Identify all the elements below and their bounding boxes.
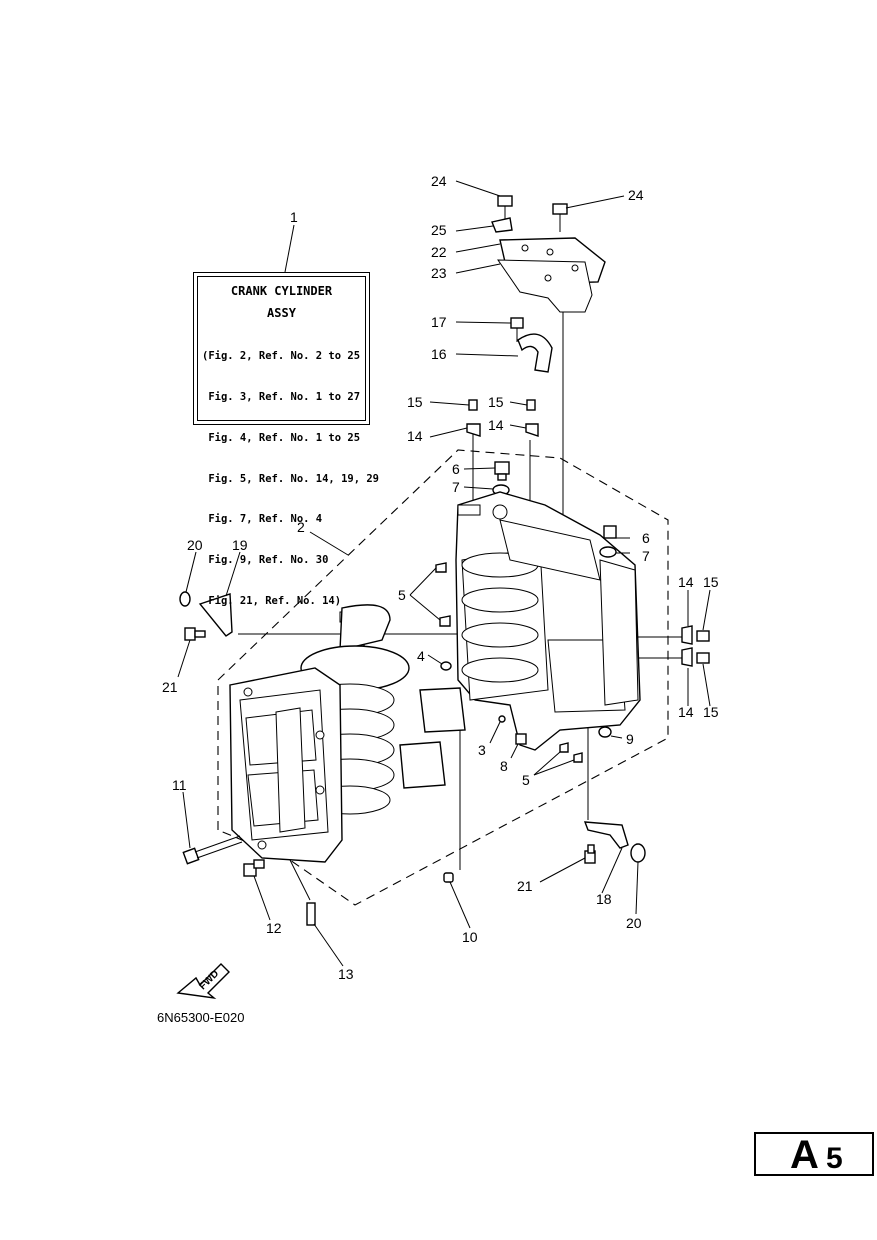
fitting-5-upper [435,562,447,573]
bracket-25 [491,217,513,233]
callout-7-right: 7 [642,548,650,564]
callout-11: 11 [172,777,187,793]
callout-5-left: 5 [398,587,406,603]
screw-15-right-lower [696,652,710,664]
fitting-5-lower-b [573,752,583,763]
callout-12: 12 [266,920,282,936]
callout-8: 8 [500,758,508,774]
fitting-5-lower-a [559,742,569,753]
stud-13 [306,902,316,926]
pin-3 [498,715,506,723]
assembly-info-box: CRANK CYLINDER ASSY (Fig. 2, Ref. No. 2 … [193,272,379,607]
callout-20-left: 20 [187,537,203,553]
plug-4 [440,661,452,671]
gasket-7-right [599,546,617,558]
callout-13: 13 [338,966,354,982]
bolt-11 [182,835,243,865]
drawing-code: 6N65300-E020 [157,1010,245,1025]
callout-23: 23 [431,265,447,281]
page-tab: A 5 [754,1132,874,1177]
info-box-line: Fig. 7, Ref. No. 4 [202,513,323,526]
forward-arrow-icon: FWD [176,963,230,1000]
callout-14-upper-left: 14 [407,428,423,444]
cylinder-block [455,491,641,751]
callout-24-left: 24 [431,173,447,189]
callout-1: 1 [290,209,298,225]
callout-15-right-upper: 15 [703,574,719,590]
callout-14-upper-right: 14 [488,417,504,433]
grommet-20-left [179,591,191,607]
info-box-title-line2: ASSY [267,306,296,320]
anode-19 [198,593,233,637]
callout-24-right: 24 [628,187,644,203]
cylinder-head-cover [497,237,606,313]
callout-15-upper-right: 15 [488,394,504,410]
callout-16: 16 [431,346,447,362]
callout-9: 9 [626,731,634,747]
info-box-reference-list: (Fig. 2, Ref. No. 2 to 25 Fig. 3, Ref. N… [202,323,379,636]
callout-10: 10 [462,929,478,945]
callout-15-right-lower: 15 [703,704,719,720]
clip-14-upper-left [466,423,481,437]
crankcase [229,667,343,863]
callout-3: 3 [478,742,486,758]
plug-8 [515,733,527,745]
bracket-16 [517,333,553,373]
info-box-line: Fig. 9, Ref. No. 30 [202,554,329,567]
leader-lines [177,180,711,967]
info-box-inner-border [197,276,366,421]
bolt-12 [243,859,265,877]
clip-14-upper-right [525,423,539,437]
callout-2: 2 [297,519,305,535]
callout-15-upper-left: 15 [407,394,423,410]
grommet-20-right [630,843,646,863]
clip-14-right-upper [681,625,693,645]
callout-21-right: 21 [517,878,533,894]
screw-15-right-upper [696,630,710,642]
page-tab-letter: A [790,1133,819,1177]
plug-6-top [494,461,510,481]
callout-6-top: 6 [452,461,460,477]
info-box-line: Fig. 4, Ref. No. 1 to 25 [202,431,361,444]
fitting-5-mid [439,615,451,627]
info-box-line: Fig. 3, Ref. No. 1 to 27 [202,390,361,403]
assembly-boundary-dashed [217,449,669,906]
plug-9 [598,726,612,738]
callout-5-bottom: 5 [522,772,530,788]
info-box-line: (Fig. 2, Ref. No. 2 to 25 [202,350,361,363]
info-box-line: Fig. 21, Ref. No. 14) [202,594,342,607]
info-box-title-line1: CRANK CYLINDER [230,284,333,298]
callout-17: 17 [431,314,447,330]
callout-19: 19 [232,537,248,553]
callout-21-left: 21 [162,679,178,695]
page-tab-number: 5 [826,1142,843,1175]
callout-6-right: 6 [642,530,650,546]
screw-15-upper-right [526,399,536,411]
callout-4: 4 [417,648,425,664]
info-box-line: Fig. 5, Ref. No. 14, 19, 29 [202,472,380,485]
callout-7-top: 7 [452,479,460,495]
callout-18: 18 [596,891,612,907]
bolt-24-right [552,203,568,232]
clip-14-right-lower [681,647,693,667]
callout-22: 22 [431,244,447,260]
anode-18 [583,821,629,849]
callout-25: 25 [431,222,447,238]
screw-15-upper-left [468,399,478,411]
callout-20-right: 20 [626,915,642,931]
plug-6-right [603,525,617,539]
callout-14-right-upper: 14 [678,574,694,590]
pin-10 [443,872,454,883]
bolt-21-right [584,844,596,864]
callout-numbers: 1 2 3 4 5 5 6 6 7 7 8 9 10 11 12 13 14 1… [162,173,719,982]
callout-14-right-lower: 14 [678,704,694,720]
